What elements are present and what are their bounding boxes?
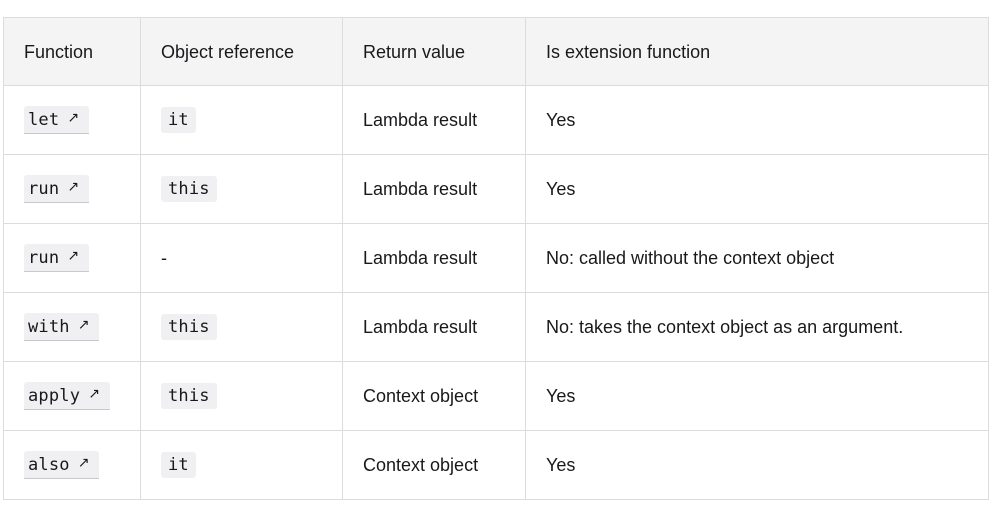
- object-reference-cell: this: [140, 292, 343, 362]
- function-cell: run ↗: [3, 154, 141, 224]
- table-row: with ↗ this Lambda result No: takes the c…: [3, 292, 989, 362]
- header-return-value: Return value: [342, 17, 526, 86]
- header-row: Function Object reference Return value I…: [3, 17, 989, 86]
- header-object-reference: Object reference: [140, 17, 343, 86]
- object-reference-cell: it: [140, 430, 343, 500]
- function-link-with[interactable]: with ↗: [24, 313, 100, 341]
- table-row: run ↗ - Lambda result No: called without …: [3, 223, 989, 293]
- object-reference-code: it: [161, 452, 196, 478]
- header-function: Function: [3, 17, 141, 86]
- external-link-arrow-icon: ↗: [67, 110, 80, 126]
- return-value-cell: Lambda result: [342, 223, 526, 293]
- function-link-run[interactable]: run ↗: [24, 175, 90, 203]
- is-extension-cell: Yes: [525, 85, 989, 155]
- object-reference-code: this: [161, 383, 217, 409]
- return-value-cell: Lambda result: [342, 154, 526, 224]
- object-reference-code: this: [161, 314, 217, 340]
- is-extension-cell: Yes: [525, 361, 989, 431]
- table-row: run ↗ this Lambda result Yes: [3, 154, 989, 224]
- object-reference-code: this: [161, 176, 217, 202]
- scope-functions-table: Function Object reference Return value I…: [3, 17, 989, 500]
- function-name: apply: [28, 386, 81, 406]
- is-extension-cell: Yes: [525, 154, 989, 224]
- is-extension-cell: No: called without the context object: [525, 223, 989, 293]
- function-link-run-non-extension[interactable]: run ↗: [24, 244, 90, 272]
- function-name: with: [28, 317, 70, 337]
- function-cell: apply ↗: [3, 361, 141, 431]
- function-cell: also ↗: [3, 430, 141, 500]
- object-reference-text: -: [161, 248, 167, 268]
- external-link-arrow-icon: ↗: [77, 455, 90, 471]
- external-link-arrow-icon: ↗: [88, 386, 100, 402]
- object-reference-cell: this: [140, 154, 343, 224]
- function-link-also[interactable]: also ↗: [24, 451, 100, 479]
- object-reference-cell: this: [140, 361, 343, 431]
- external-link-arrow-icon: ↗: [67, 179, 80, 195]
- table-body: let ↗ it Lambda result Yes run ↗ this: [3, 85, 989, 500]
- object-reference-cell: -: [140, 223, 343, 293]
- return-value-cell: Lambda result: [342, 292, 526, 362]
- table-row: let ↗ it Lambda result Yes: [3, 85, 989, 155]
- object-reference-code: it: [161, 107, 196, 133]
- return-value-cell: Context object: [342, 361, 526, 431]
- function-name: run: [28, 248, 60, 268]
- table-row: also ↗ it Context object Yes: [3, 430, 989, 500]
- return-value-cell: Lambda result: [342, 85, 526, 155]
- function-link-let[interactable]: let ↗: [24, 106, 90, 134]
- function-cell: let ↗: [3, 85, 141, 155]
- is-extension-cell: No: takes the context object as an argum…: [525, 292, 989, 362]
- function-link-apply[interactable]: apply ↗: [24, 382, 110, 410]
- scope-functions-table-wrapper: Function Object reference Return value I…: [3, 17, 989, 500]
- object-reference-cell: it: [140, 85, 343, 155]
- table-header: Function Object reference Return value I…: [3, 17, 989, 86]
- function-name: let: [28, 110, 60, 130]
- function-name: also: [28, 455, 70, 475]
- function-name: run: [28, 179, 60, 199]
- is-extension-cell: Yes: [525, 430, 989, 500]
- external-link-arrow-icon: ↗: [77, 317, 90, 333]
- function-cell: run ↗: [3, 223, 141, 293]
- external-link-arrow-icon: ↗: [67, 248, 80, 264]
- header-is-extension-function: Is extension function: [525, 17, 989, 86]
- table-row: apply ↗ this Context object Yes: [3, 361, 989, 431]
- function-cell: with ↗: [3, 292, 141, 362]
- return-value-cell: Context object: [342, 430, 526, 500]
